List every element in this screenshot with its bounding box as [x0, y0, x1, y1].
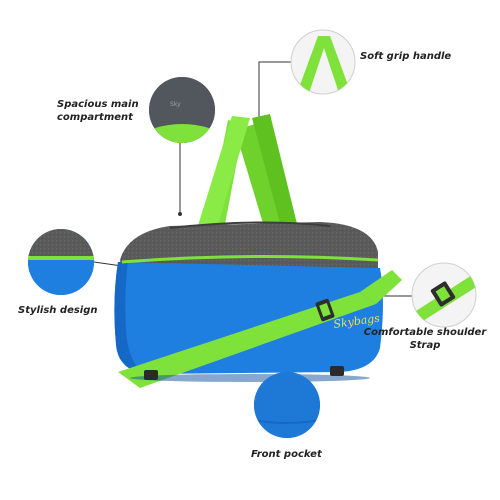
- callout-stylish-design-text: Stylish design: [18, 305, 98, 316]
- handle-closeup-icon: [290, 29, 356, 95]
- callout-spacious-main-compartment: Spacious main compartment: [57, 98, 139, 124]
- design-closeup-icon: [28, 229, 94, 295]
- callout-comfortable-shoulder-strap: Comfortable shoulder Strap: [355, 326, 495, 352]
- callout-soft-grip-handle: Soft grip handle: [360, 50, 451, 63]
- callout-strap-line2: Strap: [409, 340, 441, 351]
- callout-spacious-line1: Spacious main: [57, 99, 139, 110]
- callout-front-pocket: Front pocket: [251, 448, 322, 461]
- buckle-closeup-icon: [411, 262, 477, 328]
- compartment-closeup-icon: Sky: [149, 77, 215, 143]
- brand-logo: Skybags: [333, 312, 381, 331]
- callout-strap-line1: Comfortable shoulder: [363, 327, 487, 338]
- pocket-closeup-icon: [254, 372, 320, 438]
- callout-soft-grip-handle-text: Soft grip handle: [360, 51, 452, 62]
- callout-stylish-design: Stylish design: [18, 304, 98, 317]
- callout-spacious-line2: compartment: [57, 112, 133, 123]
- callout-front-pocket-text: Front pocket: [251, 449, 322, 460]
- svg-text:Sky: Sky: [170, 101, 181, 108]
